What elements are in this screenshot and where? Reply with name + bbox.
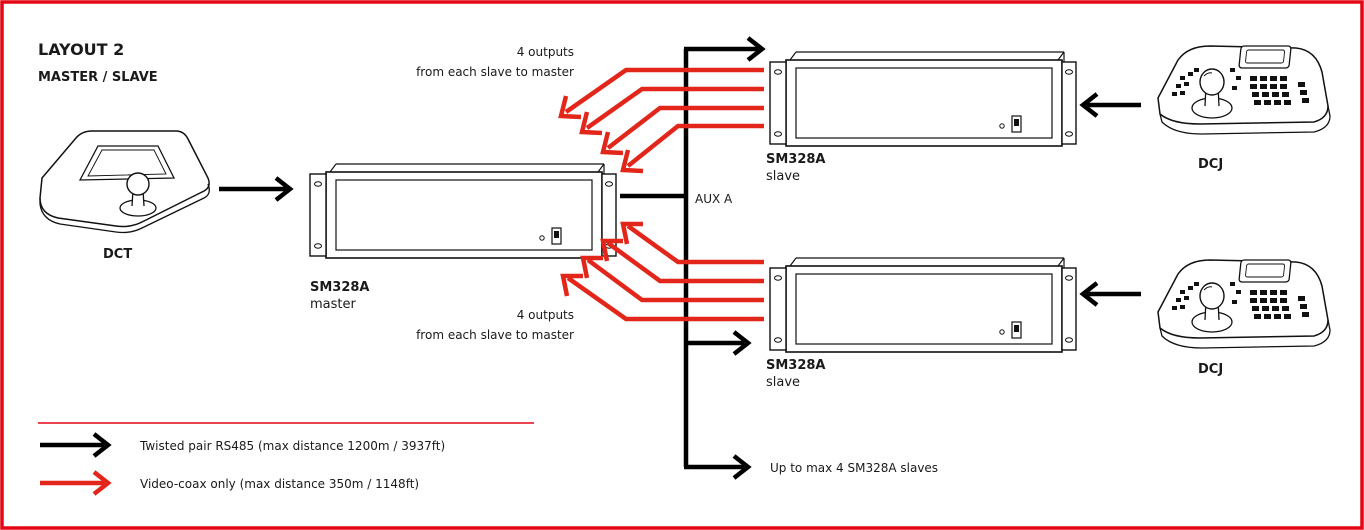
- legend-coax-arrow-icon: [40, 470, 112, 496]
- dct-label: DCT: [103, 247, 132, 262]
- dcj-top-to-slave-arrow: [1079, 92, 1141, 118]
- dct-keyboard-icon: [39, 130, 210, 234]
- dcj-bottom-to-slave-arrow: [1079, 281, 1141, 307]
- slave-top-rack-unit: [769, 51, 1077, 147]
- video-outputs-top-arrows: [558, 67, 764, 174]
- dct-to-master-arrow: [219, 176, 294, 202]
- master-role-label: master: [310, 297, 356, 312]
- slave-bottom-rack-unit: [769, 257, 1077, 353]
- dcj-top-keyboard-icon: [1157, 45, 1331, 135]
- legend-rs485-label: Twisted pair RS485 (max distance 1200m /…: [139, 439, 445, 453]
- slave-top-role-label: slave: [766, 169, 800, 184]
- slave-bottom-model-label: SM328A: [766, 358, 826, 373]
- legend-coax-label: Video-coax only (max distance 350m / 114…: [140, 477, 419, 491]
- slave-bottom-role-label: slave: [766, 375, 800, 390]
- outputs-top-line2: from each slave to master: [416, 65, 574, 79]
- outputs-bottom-line1: 4 outputs: [517, 308, 574, 322]
- max-slaves-label: Up to max 4 SM328A slaves: [770, 461, 938, 475]
- video-outputs-bottom-arrows: [560, 221, 764, 322]
- page-title: LAYOUT 2: [38, 40, 124, 59]
- page-subtitle: MASTER / SLAVE: [38, 70, 158, 85]
- legend-rs485-arrow-icon: [40, 432, 112, 458]
- dcj-bottom-label: DCJ: [1198, 362, 1223, 377]
- outputs-top-line1: 4 outputs: [517, 45, 574, 59]
- slave-top-model-label: SM328A: [766, 152, 826, 167]
- dcj-bottom-keyboard-icon: [1157, 259, 1331, 349]
- outputs-bottom-line2: from each slave to master: [416, 328, 574, 342]
- rs485-bus: [620, 36, 766, 480]
- aux-a-label: AUX A: [695, 192, 733, 206]
- master-model-label: SM328A: [310, 280, 370, 295]
- dcj-top-label: DCJ: [1198, 157, 1223, 172]
- master-rack-unit: [309, 163, 617, 259]
